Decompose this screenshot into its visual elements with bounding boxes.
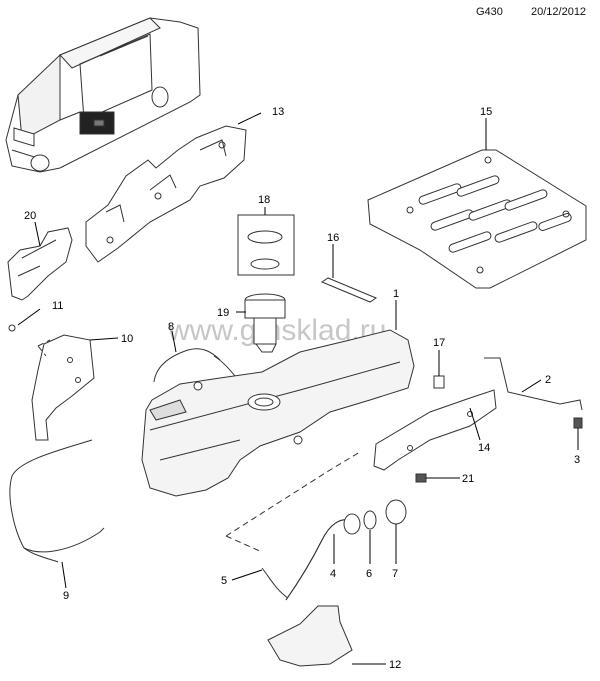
part-12-bracket [267,605,353,667]
callout-16: 16 [327,232,339,244]
part-15-skid-plate [367,149,587,289]
part-10-bracket [31,334,95,441]
part-1-fuel-tank [141,329,415,497]
callout-7: 7 [392,568,398,580]
callout-11: 11 [52,300,63,312]
part-3-bolt [573,417,583,429]
callout-14: 14 [478,442,490,454]
callout-19: 19 [217,307,229,319]
callout-21: 21 [462,473,474,485]
assembly-lines [37,339,361,553]
callout-1: 1 [393,288,399,300]
part-18-ring-seal [237,214,295,276]
part-16-strip [320,277,378,303]
callout-12: 12 [389,659,401,671]
callout-6: 6 [366,568,372,580]
callout-17: 17 [433,337,445,349]
part-20-bracket [7,227,73,301]
van-illustration [5,17,201,173]
part-17-clip [433,375,445,389]
part-9-strap [9,439,105,563]
callout-15: 15 [480,106,492,118]
diagram-date: 20/12/2012 [531,6,587,18]
diagram-code: G430 [476,6,503,18]
callout-8: 8 [168,321,174,333]
part-21-bolt [415,473,427,483]
part-13-heat-shield [85,125,247,263]
part-6-seal [363,510,377,530]
callout-4: 4 [330,568,336,580]
callout-10: 10 [121,333,133,345]
part-19-fuel-pump [244,293,286,353]
part-5-hose [261,567,289,599]
callout-3: 3 [574,454,580,466]
part-7-cap [385,499,407,525]
part-14-heat-shield [373,389,497,471]
callout-18: 18 [258,194,270,206]
part-11-bolt [8,324,16,332]
callout-20: 20 [24,210,36,222]
callout-5: 5 [221,575,227,587]
callout-9: 9 [63,590,69,602]
part-4-filler-neck [285,513,361,601]
part-2-bracket-rod [484,357,583,411]
callout-13: 13 [272,106,284,118]
diagram-header: G430 20/12/2012 [0,6,600,22]
callout-2: 2 [545,374,551,386]
